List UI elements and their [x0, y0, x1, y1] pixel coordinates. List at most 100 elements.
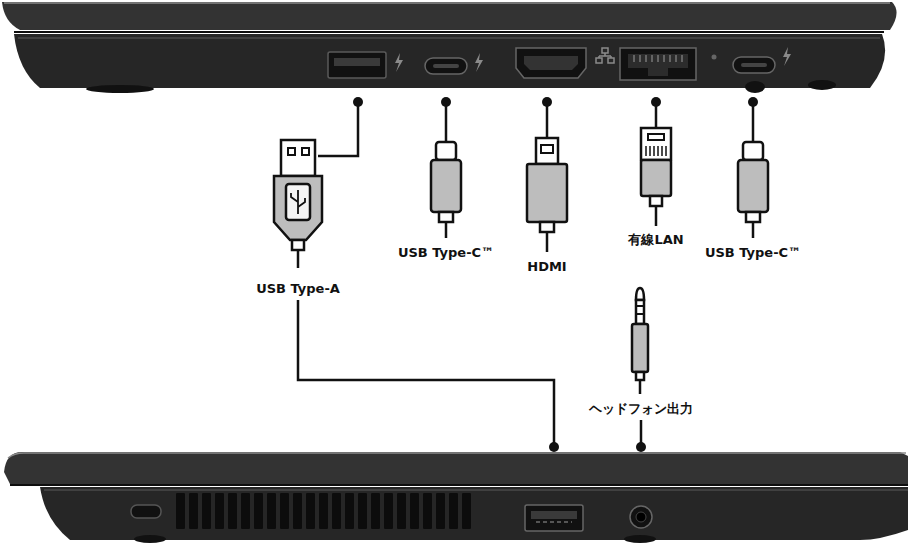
security-lock-slot [131, 505, 161, 518]
port-lan [620, 48, 696, 80]
port-lan [620, 48, 717, 80]
usb-a-plug [302, 148, 309, 155]
laptop-right-side [86, 85, 154, 93]
port-usb-c [425, 58, 467, 74]
thunderbolt-symbol [783, 47, 791, 66]
usb-a-plug [297, 250, 300, 268]
laptop-right-side [808, 80, 836, 90]
lan-symbol [596, 48, 614, 63]
lan-symbol [599, 53, 611, 58]
port-lan [712, 55, 717, 60]
lan-plug [641, 128, 671, 226]
usb-a-plug [292, 240, 304, 250]
port-usb-c [425, 57, 775, 74]
port-usb-a [525, 505, 583, 531]
air-vent [176, 493, 472, 529]
hdmi-plug [546, 232, 549, 252]
hdmi-plug [536, 138, 558, 164]
lan-plug [648, 134, 664, 140]
leader-line [546, 102, 549, 138]
leader-dot [542, 97, 552, 107]
lan-plug [641, 160, 671, 196]
usb-c-plug [752, 222, 755, 238]
leader-line [445, 102, 448, 142]
usb-c-plug [445, 222, 448, 238]
usb-a-plug [281, 140, 315, 176]
port-lan [634, 55, 682, 62]
leader-line [318, 102, 358, 156]
laptop-left-side [8, 453, 906, 458]
leader-dot [748, 97, 758, 107]
thunderbolt-symbol [475, 53, 483, 72]
port-usb-a [536, 521, 572, 523]
port-lan [628, 54, 688, 76]
usb-c-plug [436, 142, 456, 160]
laptop-left-side [44, 489, 908, 491]
leader-dot [353, 97, 363, 107]
usb-c-plug [431, 160, 461, 212]
leader-dot [636, 442, 646, 452]
usb-a-plug [274, 176, 322, 240]
laptop-right-side [2, 2, 897, 30]
port-label: USB Type-C™ [703, 245, 803, 261]
laptop-left-side [624, 535, 656, 543]
leader-line [298, 300, 554, 447]
usb-a-plug [288, 148, 295, 155]
lan-symbol [596, 58, 602, 63]
headphone-plug [636, 288, 644, 300]
headphone-plug [632, 324, 648, 372]
headphone-jack [630, 506, 652, 528]
usb-c-plug [743, 142, 763, 160]
usb-c-plug [738, 160, 768, 212]
port-usb-c [733, 57, 775, 73]
port-label: USB Type-C™ [396, 245, 496, 261]
headphone-plug [636, 300, 644, 324]
headphone-plug [639, 380, 642, 394]
port-label: ヘッドフォン出力 [587, 401, 695, 417]
laptop-left-side [134, 535, 166, 543]
hdmi-plug [527, 138, 567, 252]
port-usb-a [328, 52, 386, 78]
port-label: USB Type-A [254, 281, 342, 297]
thunderbolt-symbol [395, 53, 403, 72]
air-vent [176, 493, 472, 529]
hdmi-plug [541, 145, 553, 153]
leader-line [752, 102, 755, 142]
port-label: 有線LAN [626, 232, 685, 248]
security-lock-slot [131, 505, 161, 518]
laptop-left-side [10, 484, 908, 486]
headphone-plug [636, 372, 644, 380]
leader-dot [651, 97, 661, 107]
lan-plug [646, 146, 666, 156]
headphone-jack [636, 512, 646, 522]
headphone-plug [632, 288, 648, 394]
port-usb-a [531, 511, 577, 519]
lan-plug [655, 206, 658, 226]
port-usb-a [525, 505, 583, 531]
lan-symbol [602, 48, 608, 53]
leader-line [298, 102, 753, 447]
leader-dot [549, 442, 559, 452]
lan-plug [650, 196, 662, 206]
laptop-right-side [18, 37, 880, 39]
usb-c-plug [431, 142, 768, 238]
laptop-right-side [2, 2, 897, 93]
laptop-right-side [745, 81, 765, 93]
port-usb-c [433, 64, 459, 68]
hdmi-plug [527, 164, 567, 222]
port-usb-a [328, 52, 386, 78]
port-label: HDMI [525, 259, 568, 275]
port-usb-a [334, 58, 380, 66]
lan-plug [641, 128, 671, 160]
laptop-right-side [14, 31, 884, 33]
port-hdmi [516, 48, 586, 78]
usb-a-plug [286, 184, 310, 220]
usb-c-plug [439, 212, 453, 222]
port-hdmi [524, 56, 578, 70]
port-usb-c [741, 63, 767, 67]
usb-c-plug [746, 212, 760, 222]
port-hdmi [516, 48, 586, 78]
laptop-left-side [40, 487, 908, 540]
